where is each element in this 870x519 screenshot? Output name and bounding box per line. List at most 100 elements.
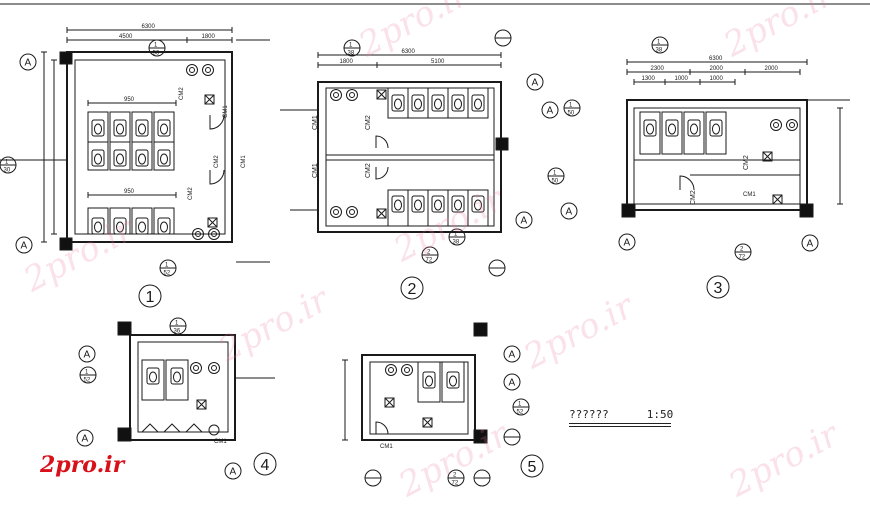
toilet-bowl [668, 123, 676, 135]
shaft [772, 194, 783, 205]
plan-number-circle [138, 284, 162, 308]
toilet-bowl [414, 98, 422, 110]
grid-marker [78, 345, 96, 363]
stall-partition [131, 141, 153, 171]
toilet-bowl [116, 153, 124, 165]
door-swing [209, 114, 225, 130]
toilet-stall-fixture [157, 119, 171, 137]
detail-ref-top: 1 [154, 43, 158, 49]
stall-partition [87, 207, 109, 235]
door-swing [679, 175, 695, 191]
room-label: CM1 [223, 105, 229, 118]
toilet-stall-fixture [687, 119, 701, 137]
room-label: CM2 [188, 187, 194, 200]
toilet-bowl [425, 375, 433, 387]
room-label: CM2 [365, 115, 372, 130]
sink-drain [349, 209, 355, 215]
toilet-stall-fixture [113, 119, 127, 137]
detail-ref-top: 1 [85, 370, 89, 376]
toilet-bowl [94, 153, 102, 165]
room-label: CM1 [743, 192, 756, 198]
scale-note: ?????? 1:50 [569, 408, 674, 427]
shaft-x [376, 89, 387, 100]
stall-partition [407, 87, 429, 119]
sink [190, 362, 202, 374]
scale-title: ?????? [569, 408, 609, 421]
sink [346, 89, 358, 101]
detail-ref-bottom: 52 [517, 410, 524, 416]
stall-partition [441, 361, 465, 403]
door-swing [375, 421, 389, 435]
toilet-stall-fixture [113, 149, 127, 167]
toilet-bowl [449, 375, 457, 387]
stall-partition [447, 189, 469, 227]
dimension-label: 2000 [765, 66, 779, 72]
stall-partition [683, 111, 705, 155]
grid-marker [76, 429, 94, 447]
sink [330, 206, 342, 218]
grid-marker [15, 236, 33, 254]
toilet-stall-fixture [422, 371, 436, 389]
detail-ref-bottom: 56 [153, 51, 160, 57]
sink [208, 362, 220, 374]
detail-ref-bottom: 72 [452, 481, 459, 487]
detail-ref-bottom: 52 [164, 271, 171, 277]
room-label: CM1 [312, 163, 319, 178]
toilet-bowl [394, 199, 402, 211]
toilet-bowl [394, 98, 402, 110]
toilet-stall-fixture [431, 195, 445, 213]
stall-partition [427, 87, 449, 119]
toilet-bowl [116, 221, 124, 233]
stall-partition [467, 189, 489, 227]
shaft-x [207, 217, 218, 228]
sink-drain [205, 67, 211, 73]
sink-drain [333, 209, 339, 215]
toilet-bowl [160, 123, 168, 135]
plan-3-inner-wall [633, 107, 801, 205]
grid-marker [224, 462, 242, 480]
grid-marker-label: A [807, 239, 814, 250]
stall-partition [87, 111, 109, 143]
sink-drain [189, 67, 195, 73]
toilet-bowl [138, 221, 146, 233]
stall-partition [705, 111, 727, 155]
grid-marker [541, 101, 559, 119]
fixture-triangle [162, 423, 182, 433]
detail-ref-top: 1 [454, 232, 458, 238]
toilet-bowl [646, 123, 654, 135]
grid-marker [503, 345, 521, 363]
plan-2-outer-wall [317, 81, 502, 233]
grid-marker [515, 211, 533, 229]
sink-drain [195, 231, 201, 237]
sink-drain [349, 92, 355, 98]
plan-2-inner-wall [325, 87, 495, 227]
plan-number: 2 [408, 281, 417, 298]
detail-ref-top: 1 [165, 263, 169, 269]
grid-marker-label: A [21, 241, 28, 252]
scale-ratio: 1:50 [646, 408, 674, 421]
door-swing [375, 135, 389, 149]
room-label: CM1 [312, 115, 319, 130]
dimension-label: 4500 [119, 34, 133, 40]
fixture-round [208, 424, 220, 436]
column [473, 322, 488, 337]
grid-marker [560, 202, 578, 220]
stall-partition [447, 87, 469, 119]
toilet-stall-fixture [391, 195, 405, 213]
toilet-bowl [712, 123, 720, 135]
room-label: CM2 [214, 155, 220, 168]
shaft [384, 397, 395, 408]
detail-ref-bottom: 72 [426, 258, 433, 264]
sink-drain [388, 367, 394, 373]
detail-ref-top: 2 [453, 473, 457, 479]
toilet-stall-fixture [91, 119, 105, 137]
shaft-x [204, 94, 215, 105]
detail-ref-top: 1 [518, 402, 522, 408]
room-label: CM2 [365, 163, 372, 178]
shaft [422, 417, 433, 428]
sink-drain [193, 365, 199, 371]
room-label: CM1 [380, 444, 393, 450]
dimension-label: 5100 [431, 59, 445, 65]
shaft-x [376, 208, 387, 219]
